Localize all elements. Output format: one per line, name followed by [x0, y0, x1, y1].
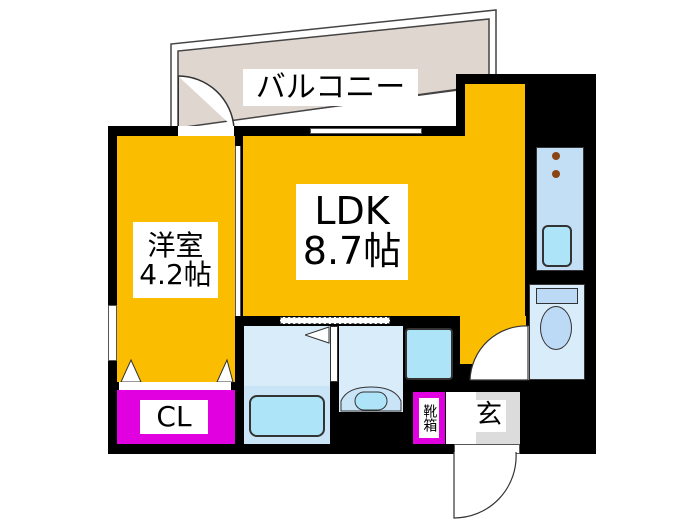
western-room-size: 4.2帖: [139, 258, 212, 291]
shoe-cabinet-label: 靴箱: [419, 398, 439, 438]
front-door-swing[interactable]: [450, 452, 525, 522]
entrance-label: 玄: [472, 400, 506, 432]
hall-door-swing[interactable]: [460, 324, 530, 384]
balcony-label: バルコニー: [243, 69, 418, 106]
ldk-window: [310, 128, 422, 134]
entrance-step: [446, 392, 476, 444]
bath-divider: [330, 326, 338, 382]
ldk-upper: [465, 84, 525, 316]
western-room-name: 洋室: [147, 228, 204, 262]
toilet-bowl: [540, 306, 572, 350]
ldk-size: 8.7帖: [302, 229, 402, 273]
ldk-label: LDK 8.7帖: [296, 184, 408, 280]
toilet-tank: [536, 288, 578, 304]
kitchen-sink: [542, 225, 572, 267]
washbasin: [340, 386, 402, 412]
washroom-door[interactable]: [280, 317, 390, 324]
closet-label: CL: [140, 400, 208, 434]
stove-burner-1: [552, 152, 560, 160]
closet-door-markers: [120, 358, 234, 383]
bath-door-marker: [305, 326, 330, 344]
bathtub: [249, 395, 325, 437]
balcony-door[interactable]: [178, 126, 234, 136]
western-window: [108, 305, 117, 361]
ldk-name: LDK: [314, 189, 390, 234]
western-room-label: 洋室 4.2帖: [133, 222, 218, 298]
sliding-door-western: [235, 146, 241, 316]
stove-burner-2: [552, 170, 560, 178]
washing-machine: [405, 328, 453, 380]
